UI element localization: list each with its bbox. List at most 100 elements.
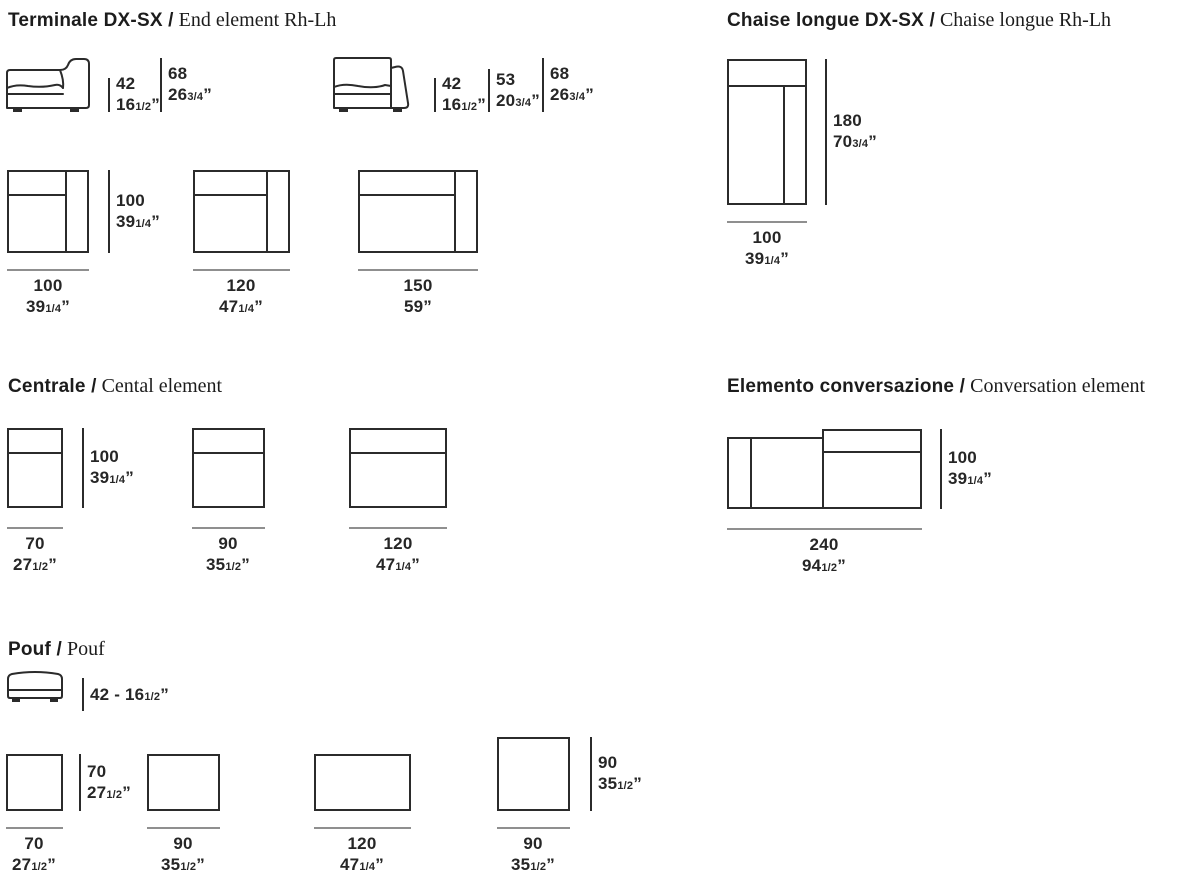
dimension-inches: 271/2” [87,783,131,804]
inch-fraction: 1/2 [617,780,634,792]
backrest-line [351,452,445,454]
dimension-text: 42 161/2” [116,74,160,115]
inch-value: 20 [496,90,516,110]
title-english: Cental element [101,375,223,397]
dimension-inches: 391/4” [707,249,827,270]
inch-mark: ” [61,296,70,316]
inch-mark: ” [585,85,594,104]
width-dimension-line [497,827,570,829]
dimension-tick [108,170,110,253]
dimension-cm: 68 [168,64,188,84]
armrest-line [266,172,268,251]
inch-value: 35 [161,854,181,874]
dimension-tick [160,58,162,112]
inch-fraction: 1/2 [106,788,123,801]
height-dimension-42: 42 161/2” [434,74,486,114]
inch-mark: ” [203,85,212,104]
dimension-cm: 70 [24,834,44,853]
inch-value: 16 [116,95,136,114]
inch-fraction: 1/4 [45,302,62,315]
section-title-pouf: Pouf /Pouf [8,634,105,662]
dimension-inches: 59” [358,297,478,318]
inch-mark: ” [983,469,992,488]
width-dimension-line [349,527,447,529]
title-english: Conversation element [970,375,1146,397]
backrest-line [9,194,65,196]
inch-mark: ” [633,774,642,793]
dimension-cm: 42 [442,74,462,94]
dimension-cm: 100 [752,228,782,247]
dimension-cm: 70 [25,534,45,553]
inch-mark: ” [47,854,56,874]
height-dimension-53: 53 203/4” [488,69,540,112]
inch-fraction: 3/4 [515,96,532,109]
width-dimension-120: 120 471/4” [302,834,422,874]
inch-fraction: 1/4 [135,217,152,230]
dimension-inches: 263/4” [550,85,594,106]
title-italian: Chaise longue DX-SX / [727,10,935,31]
inch-value: 39 [745,248,765,268]
inch-fraction: 1/4 [967,475,984,487]
inch-mark: ” [411,554,420,574]
inch-value: 35 [598,774,618,793]
dimension-cm: 100 [33,276,63,295]
dimension-tick [488,69,490,112]
width-dimension-line [192,527,265,529]
inch-fraction: 3/4 [852,138,869,150]
dimension-text: 42 161/2” [442,74,486,115]
pouf-elevation-drawing [7,671,63,702]
inch-fraction: 1/2 [461,101,478,113]
inch-fraction: 1/2 [32,560,49,573]
dimension-cm: 150 [403,276,433,295]
inch-fraction: 3/4 [187,91,204,103]
inch-value: 39 [948,469,968,488]
inch-mark: ” [375,854,384,874]
width-dimension-line [147,827,220,829]
dimension-tick [82,428,84,508]
width-dimension-120: 120 471/4” [338,534,458,575]
width-dimension-line [727,221,807,223]
height-dimension-pouf: 42 - 161/2” [82,678,169,711]
section-title-centrale: Centrale /Cental element [8,371,222,399]
title-italian: Centrale / [8,376,97,397]
width-dimension-line [7,269,89,271]
backrest-line [824,451,920,453]
inch-fraction: 1/2 [821,561,838,574]
width-dimension-100: 100 391/4” [707,228,827,269]
dimension-text: 68 263/4” [550,64,594,105]
inch-value: 94 [802,555,822,575]
title-english: End element Rh-Lh [178,9,337,31]
cushion-line [783,85,785,203]
dimension-inches: 391/4” [90,468,134,489]
inch-value: 39 [26,296,46,316]
dimension-text: 68 263/4” [168,64,212,105]
dimension-text: 100 391/4” [948,448,992,489]
backrest-line [9,452,61,454]
inch-mark: ” [868,132,877,151]
plan-view-end-element-100 [7,170,89,253]
inch-fraction: 1/4 [395,560,412,573]
inch-mark: ” [196,854,205,874]
inch-value: 47 [376,554,396,574]
depth-dimension-100: 100 391/4” [108,170,160,253]
inch-value: 35 [206,554,226,574]
depth-dimension-70: 70 271/2” [79,754,131,811]
width-dimension-line [358,269,478,271]
inch-fraction: 1/2 [225,560,242,573]
inch-mark: ” [837,555,846,575]
plan-view-pouf-90 [147,754,220,811]
armrest-line [65,172,67,251]
armrest-line [454,172,456,251]
backrest-line [194,452,263,454]
depth-dimension-180: 180 703/4” [825,59,877,205]
width-dimension-90: 90 351/2” [473,834,593,874]
dimension-inches: 391/4” [0,297,108,318]
width-dimension-120: 120 471/4” [181,276,301,317]
inch-mark: ” [423,296,432,316]
dimension-tick [542,58,544,112]
inch-mark: ” [780,248,789,268]
dimension-inches: 703/4” [833,132,877,153]
inch-mark: ” [48,554,57,574]
dimension-tick [825,59,827,205]
